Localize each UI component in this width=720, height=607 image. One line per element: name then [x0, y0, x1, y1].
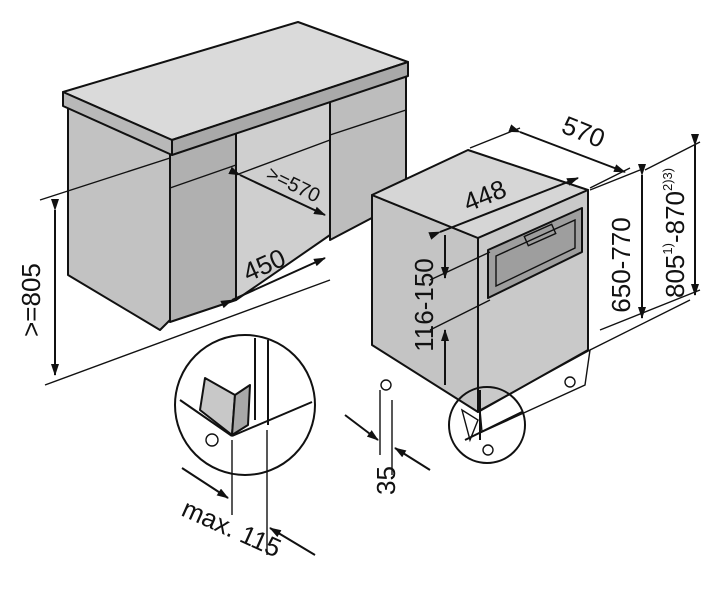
dishwasher-dimensions: 570 448 116-150 650-770 8051)-8702)3) 35: [344, 110, 701, 495]
detail-magnified: max. 115: [174, 334, 316, 563]
footnote-2-3: 2)3): [660, 168, 675, 191]
label-appliance-depth: 570: [558, 110, 609, 154]
detail-marker-small: [448, 386, 526, 464]
label-cabinet-height: >=805: [16, 263, 46, 337]
total-height-max: -870: [660, 191, 690, 243]
footnote-1: 1): [660, 243, 675, 255]
label-total-height: 8051)-8702)3): [660, 168, 690, 298]
worktop-side-edge: [171, 61, 409, 156]
label-panel-height: 116-150: [409, 258, 439, 352]
total-height-min: 805: [660, 255, 690, 298]
label-plinth-offset: 35: [371, 466, 401, 495]
left-pedestal-side: [169, 129, 237, 323]
label-niche-height: 650-770: [606, 217, 636, 312]
